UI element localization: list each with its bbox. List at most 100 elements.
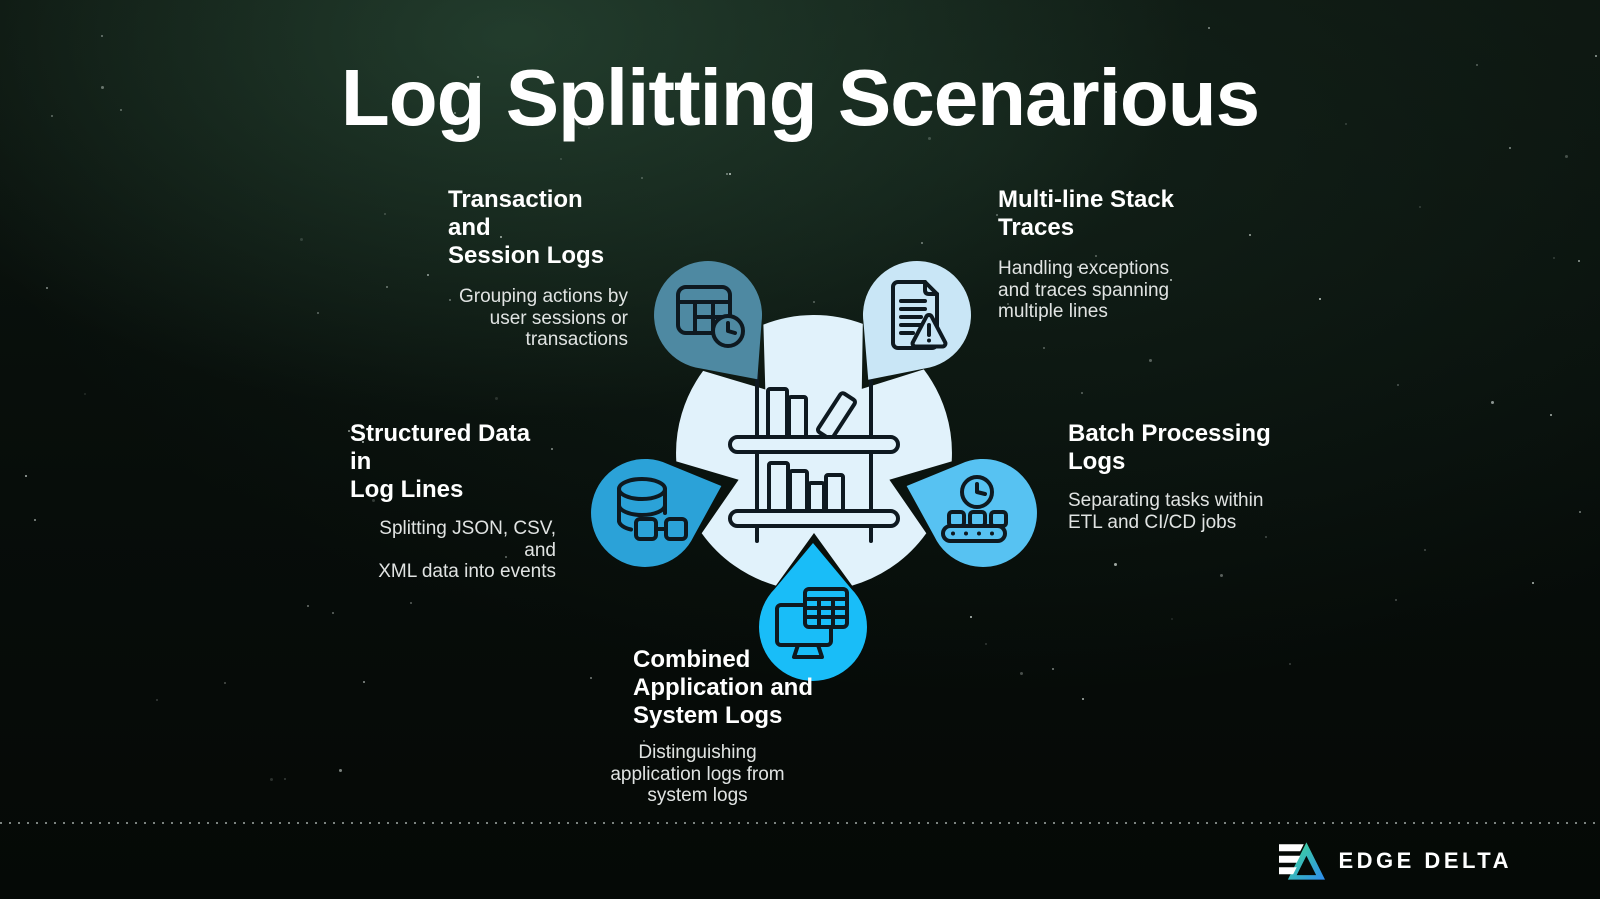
scenario-body: Handling exceptions and traces spanning … (998, 258, 1170, 322)
star-dot (1345, 123, 1347, 125)
star-dot (1397, 384, 1399, 386)
star-dot (270, 778, 273, 781)
scenario-structured-data: Structured Data in Log Lines Splitting J… (350, 420, 556, 583)
scenario-body: Grouping actions by user sessions or tra… (459, 286, 628, 350)
star-dot (495, 397, 498, 400)
star-dot (224, 682, 226, 684)
brand-name: EDGE DELTA (1338, 848, 1512, 873)
star-dot (1249, 234, 1251, 236)
star-dot (970, 616, 972, 618)
star-dot (1114, 563, 1117, 566)
star-dot (1491, 401, 1494, 404)
star-dot (477, 76, 479, 78)
scenario-body: Separating tasks within ETL and CI/CD jo… (1068, 490, 1264, 533)
table-clock-icon (676, 285, 745, 348)
star-dot (1082, 698, 1084, 700)
scenario-combined-logs-body: Distinguishing application logs from sys… (600, 742, 795, 807)
monitor-table-icon (775, 587, 849, 659)
star-dot (410, 602, 412, 604)
star-dot (339, 769, 342, 772)
database-link-icon (617, 477, 688, 541)
edge-delta-logo-icon (1279, 842, 1326, 880)
star-dot (454, 112, 456, 114)
star-dot (505, 556, 507, 558)
star-dot (726, 173, 728, 175)
star-dot (1170, 279, 1172, 281)
star-dot (551, 448, 553, 450)
star-dot (1579, 511, 1581, 513)
star-dot (500, 236, 502, 238)
scenario-heading: Multi-line Stack Traces (998, 186, 1175, 241)
star-dot (1115, 91, 1117, 93)
star-dot (921, 242, 923, 244)
star-dot (1052, 668, 1054, 670)
star-dot (1095, 255, 1097, 257)
star-dot (1208, 27, 1210, 29)
star-dot (588, 127, 590, 129)
star-dot (496, 437, 499, 440)
star-dot (284, 778, 286, 780)
scenario-batch-processing: Batch Processing Logs Separating tasks w… (1068, 420, 1298, 533)
star-dot (804, 131, 806, 133)
scenario-heading: Transaction and Session Logs (448, 186, 605, 269)
scenario-transaction-session: Transaction and Session Logs Grouping ac… (448, 186, 628, 351)
star-dot (51, 115, 53, 117)
droplet-multiline-stack (863, 261, 971, 380)
star-dot (1565, 155, 1568, 158)
star-dot (1077, 266, 1079, 268)
scenario-body: Splitting JSON, CSV, and XML data into e… (378, 518, 556, 582)
brand-footer: EDGE DELTA (1279, 840, 1512, 882)
star-dot (1424, 549, 1426, 551)
star-dot (1509, 147, 1511, 149)
star-dot (1553, 257, 1555, 259)
document-warning-icon (891, 280, 948, 350)
star-dot (46, 287, 48, 289)
star-dot (928, 137, 931, 140)
star-dot (590, 677, 592, 679)
star-dot (427, 274, 429, 276)
star-dot (386, 286, 388, 288)
star-dot (1578, 260, 1580, 262)
scenario-heading: Batch Processing Logs (1068, 420, 1271, 475)
star-dot (1476, 64, 1478, 66)
star-dot (669, 752, 671, 754)
bookshelf-icon (728, 371, 900, 543)
star-dot (307, 605, 309, 607)
star-dot (362, 441, 364, 443)
star-dot (384, 213, 386, 215)
star-dot (1532, 582, 1534, 584)
star-dot (449, 299, 451, 301)
star-dot (1043, 347, 1045, 349)
star-dot (1007, 303, 1009, 305)
star-dot (996, 214, 998, 216)
star-dot (156, 699, 158, 701)
star-dot (25, 475, 27, 477)
star-dot (1550, 414, 1552, 416)
star-dot (348, 430, 350, 432)
star-dot (813, 301, 815, 303)
star-dot (363, 681, 365, 683)
star-dot (120, 109, 122, 111)
star-dot (332, 612, 334, 614)
star-dot (643, 740, 645, 742)
star-dot (372, 499, 375, 502)
star-dot (1020, 672, 1023, 675)
star-dot (317, 312, 319, 314)
scenario-body: Distinguishing application logs from sys… (610, 742, 785, 806)
star-dot (985, 643, 987, 645)
star-dot (1289, 663, 1291, 665)
star-dot (101, 35, 103, 37)
scenario-multiline-stack: Multi-line Stack Traces Handling excepti… (998, 186, 1213, 323)
star-dot (1081, 392, 1083, 394)
star-dot (641, 177, 643, 179)
dotted-separator (0, 822, 1600, 824)
star-dot (1220, 574, 1223, 577)
star-dot (34, 519, 36, 521)
star-dot (84, 393, 86, 395)
star-dot (1171, 618, 1173, 620)
scenario-heading: Structured Data in Log Lines (350, 420, 531, 503)
star-dot (1419, 206, 1421, 208)
page-title: Log Splitting Scenarious (340, 53, 1260, 142)
